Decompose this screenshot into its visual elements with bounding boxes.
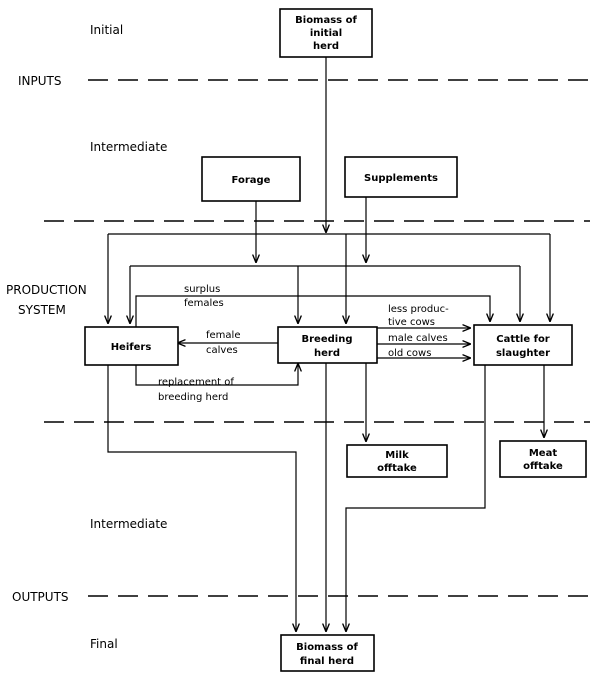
- flow-label-calves: calves: [206, 345, 238, 356]
- box-initial-herd-line3: herd: [313, 41, 339, 52]
- flow-label-less-productive: less produc-: [388, 304, 449, 315]
- stage-label-outputs: OUTPUTS: [12, 590, 69, 604]
- box-heifers: Heifers: [84, 326, 179, 366]
- box-initial-herd-line1: Biomass of: [295, 15, 357, 26]
- flow-label-replacement: replacement of: [158, 377, 234, 388]
- box-breeding-herd-line2: herd: [314, 348, 340, 359]
- box-meat-offtake-line1: Meat: [529, 448, 557, 459]
- stage-label-inputs: INPUTS: [18, 74, 61, 88]
- flow-label-male-calves: male calves: [388, 333, 448, 344]
- stage-label-intermediate-top: Intermediate: [90, 140, 167, 154]
- box-milk-offtake-line2: offtake: [377, 463, 417, 474]
- box-cattle-slaughter-line1: Cattle for: [496, 334, 550, 345]
- box-final-herd-line2: final herd: [300, 656, 354, 667]
- stage-label-production-line1: PRODUCTION: [6, 283, 87, 297]
- box-meat-offtake: Meat offtake: [499, 440, 587, 478]
- box-final-herd-line1: Biomass of: [296, 642, 358, 653]
- box-breeding-herd-line1: Breeding: [302, 334, 353, 345]
- box-milk-offtake-line1: Milk: [385, 450, 409, 461]
- flow-label-female: female: [206, 330, 240, 341]
- box-forage-label: Forage: [232, 175, 271, 186]
- flow-label-old-cows: old cows: [388, 348, 431, 359]
- box-final-herd: Biomass of final herd: [280, 634, 375, 672]
- flow-label-females: females: [184, 298, 224, 309]
- stage-label-production-line2: SYSTEM: [18, 303, 66, 317]
- box-supplements: Supplements: [344, 156, 458, 198]
- box-supplements-label: Supplements: [364, 173, 438, 184]
- flow-lines: [108, 57, 550, 631]
- box-cattle-slaughter: Cattle for slaughter: [473, 324, 573, 366]
- flow-label-surplus: surplus: [184, 284, 220, 295]
- box-breeding-herd: Breeding herd: [277, 326, 378, 364]
- box-cattle-slaughter-line2: slaughter: [496, 348, 550, 359]
- stage-label-initial: Initial: [90, 23, 123, 37]
- stage-label-intermediate-bottom: Intermediate: [90, 517, 167, 531]
- box-meat-offtake-line2: offtake: [523, 461, 563, 472]
- box-initial-herd: Biomass of initial herd: [279, 8, 373, 58]
- flow-label-tive-cows: tive cows: [388, 317, 435, 328]
- flow-label-breeding-herd: breeding herd: [158, 392, 228, 403]
- box-heifers-label: Heifers: [111, 342, 152, 353]
- box-initial-herd-line2: initial: [310, 28, 342, 39]
- box-forage: Forage: [201, 156, 301, 202]
- box-milk-offtake: Milk offtake: [346, 444, 448, 478]
- stage-label-final: Final: [90, 637, 118, 651]
